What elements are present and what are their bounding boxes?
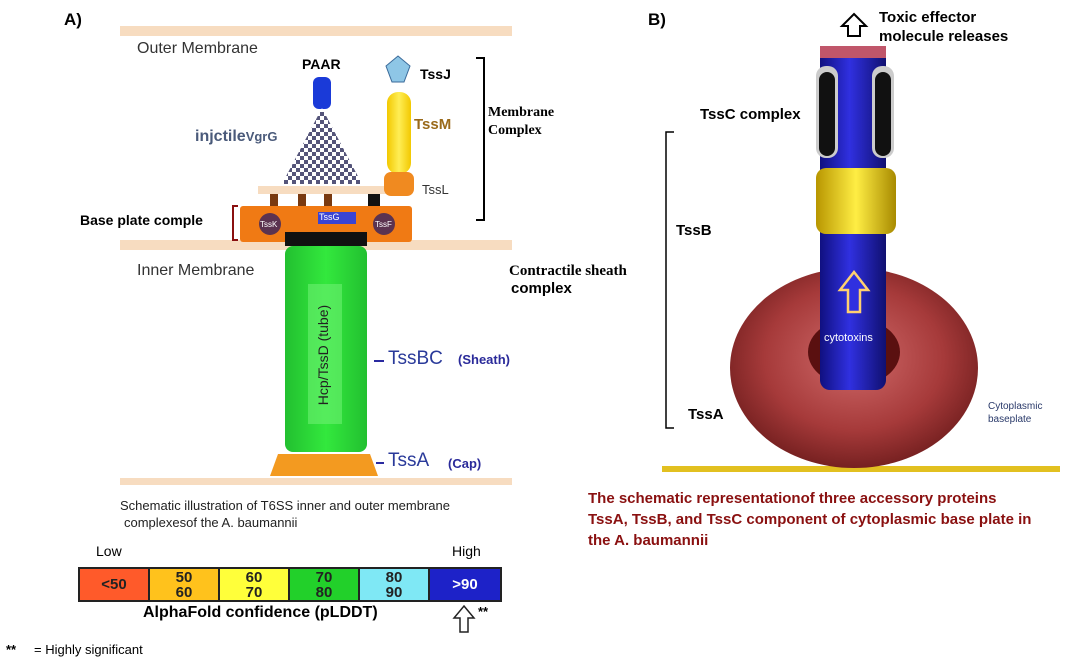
panel-b-caption-line3: the A. baumannii bbox=[588, 532, 709, 549]
cytoplasmic-baseplate-label: Cytoplasmic baseplate bbox=[988, 400, 1042, 426]
release-arrow-icon bbox=[839, 12, 869, 37]
cap-label: (Cap) bbox=[448, 456, 482, 471]
membrane-complex-line1: Membrane bbox=[488, 105, 555, 120]
baseplate-line bbox=[662, 466, 1060, 472]
panel-b-caption-line1: The schematic representationof three acc… bbox=[588, 490, 997, 507]
scale-bin-line1: 50 bbox=[175, 568, 193, 586]
scale-bin-line2: 90 bbox=[385, 583, 403, 601]
t6ss-membrane-diagram bbox=[120, 26, 512, 485]
toxic-line1: Toxic effector bbox=[879, 9, 977, 26]
tssm-label: TssM bbox=[414, 116, 452, 133]
scale-bin-line1: 60 bbox=[245, 568, 263, 586]
cytoplasmic-line2: baseplate bbox=[988, 414, 1032, 425]
paar-label: PAAR bbox=[302, 56, 341, 72]
scale-bin: <50 bbox=[80, 569, 150, 600]
tssbc-label: TssBC bbox=[388, 348, 443, 369]
tssl-label: TssL bbox=[422, 182, 449, 197]
scale-bin-line1: <50 bbox=[101, 576, 127, 593]
contractile-line1: Contractile sheath bbox=[509, 263, 627, 279]
toxic-effector-label: Toxic effector molecule releases bbox=[879, 8, 1008, 46]
tssc-gold-band bbox=[816, 168, 896, 234]
scale-high-label: High bbox=[452, 543, 481, 559]
panel-b-caption: The schematic representationof three acc… bbox=[588, 488, 1031, 551]
scale-bin-line2: 60 bbox=[175, 583, 193, 601]
vgrg-spike bbox=[282, 108, 362, 184]
scale-marker: ** bbox=[478, 604, 489, 619]
cytotoxin-arrow-icon bbox=[837, 269, 871, 314]
footnote-stars: ** bbox=[6, 642, 17, 657]
up-arrow-icon bbox=[452, 604, 476, 633]
cytoplasmic-baseplate-diagram bbox=[662, 12, 1060, 472]
toxic-line2: molecule releases bbox=[879, 28, 1009, 45]
tssl-shape bbox=[384, 172, 414, 196]
outer-membrane-label: Outer Membrane bbox=[137, 40, 258, 57]
tssa-cap-shape bbox=[270, 454, 378, 476]
tssm-shape bbox=[387, 92, 411, 174]
scale-bin: >90 bbox=[430, 569, 500, 600]
scale-title: AlphaFold confidence (pLDDT) bbox=[143, 604, 378, 621]
hcp-tube-label: Hcp/TssD (tube) bbox=[315, 304, 331, 406]
panel-a-caption-line1: Schematic illustration of T6SS inner and… bbox=[120, 498, 450, 513]
vgrg-name: VgrG bbox=[245, 129, 278, 144]
panel-b-label: B) bbox=[648, 10, 666, 29]
scale-bin-line1: 70 bbox=[315, 568, 333, 586]
inner-membrane-label: Inner Membrane bbox=[137, 262, 255, 279]
cap-base-band bbox=[120, 478, 512, 485]
scale-bin-line1: >90 bbox=[452, 576, 478, 593]
panel-b-caption-line2: TssA, TssB, and TssC component of cytopl… bbox=[588, 511, 1032, 528]
tube-top bbox=[820, 46, 886, 58]
scale-bin-line2: 70 bbox=[245, 583, 263, 601]
cytoplasmic-line1: Cytoplasmic bbox=[988, 401, 1043, 412]
tssg-label: TssG bbox=[319, 212, 340, 222]
scale-bin-line1: 80 bbox=[385, 568, 403, 586]
contractile-line2: complex bbox=[511, 280, 572, 297]
scale-bin-line2: 80 bbox=[315, 583, 333, 601]
cytotoxins-label: cytotoxins bbox=[824, 332, 873, 344]
outer-membrane-band bbox=[120, 26, 512, 36]
tssf-label: TssF bbox=[375, 220, 392, 229]
panel-a-label: A) bbox=[64, 10, 82, 29]
vgrg-prefix: injctile bbox=[195, 128, 246, 145]
tssk-label: TssK bbox=[260, 220, 278, 229]
tssa-cap-label: TssA bbox=[388, 450, 430, 471]
tssa-label: TssA bbox=[688, 406, 724, 423]
tssc-complex-label: TssC complex bbox=[700, 106, 801, 123]
footnote-text: = Highly significant bbox=[34, 642, 143, 657]
base-plate-label: Base plate comple bbox=[80, 212, 203, 228]
vgrg-label: injctileVgrG bbox=[195, 128, 277, 146]
tssb-label: TssB bbox=[676, 222, 712, 239]
panel-a-caption: Schematic illustration of T6SS inner and… bbox=[120, 497, 450, 531]
tssj-shape bbox=[385, 55, 411, 83]
tssj-label: TssJ bbox=[420, 66, 451, 82]
sheath-label: (Sheath) bbox=[458, 352, 510, 367]
scale-low-label: Low bbox=[96, 543, 122, 559]
contractile-sheath-label: Contractile sheath complex bbox=[509, 262, 627, 298]
paar-shape bbox=[313, 77, 331, 109]
membrane-complex-label: Membrane Complex bbox=[488, 104, 554, 140]
membrane-complex-line2: Complex bbox=[488, 123, 542, 138]
panel-a-caption-line2: complexesof the A. baumannii bbox=[124, 515, 298, 530]
